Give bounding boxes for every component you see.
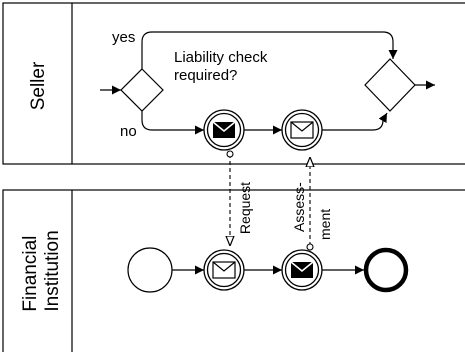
receive-request-event [203, 249, 245, 291]
fi-pool-label: Financial Institution [20, 230, 63, 311]
fi-pool-label-line-2: Institution [42, 230, 63, 311]
send-assessment-event [281, 249, 323, 291]
flow-label-yes: yes [112, 29, 135, 46]
flow-label-no: no [120, 123, 137, 140]
filled-envelope-icon [212, 121, 236, 138]
receive-assessment-event [281, 109, 323, 151]
gateway-question-line-2: required? [174, 67, 237, 84]
message-label-request: Request [237, 182, 253, 234]
filled-envelope-icon [290, 261, 314, 278]
message-flow-assessment [307, 157, 313, 251]
flow-into-join-gateway [322, 112, 388, 131]
gateway-question-line-1: Liability check [174, 49, 268, 66]
liability-check-gateway [120, 68, 164, 112]
seller-pool-label: Seller [28, 61, 49, 110]
envelope-icon [212, 261, 236, 279]
message-label-assessment-part-1: Assess- [291, 182, 307, 232]
start-event [127, 247, 173, 293]
message-flow-request [227, 150, 233, 246]
send-request-event [203, 109, 245, 151]
flow-no [141, 111, 204, 135]
gateway-question: Liability check required? [174, 49, 272, 84]
message-label-assessment-part-2: ment [317, 209, 333, 240]
envelope-icon [290, 121, 314, 139]
flow-yes [141, 31, 398, 69]
join-gateway [364, 58, 416, 112]
fi-pool-label-line-1: Financial [20, 236, 41, 312]
end-event [363, 247, 409, 293]
